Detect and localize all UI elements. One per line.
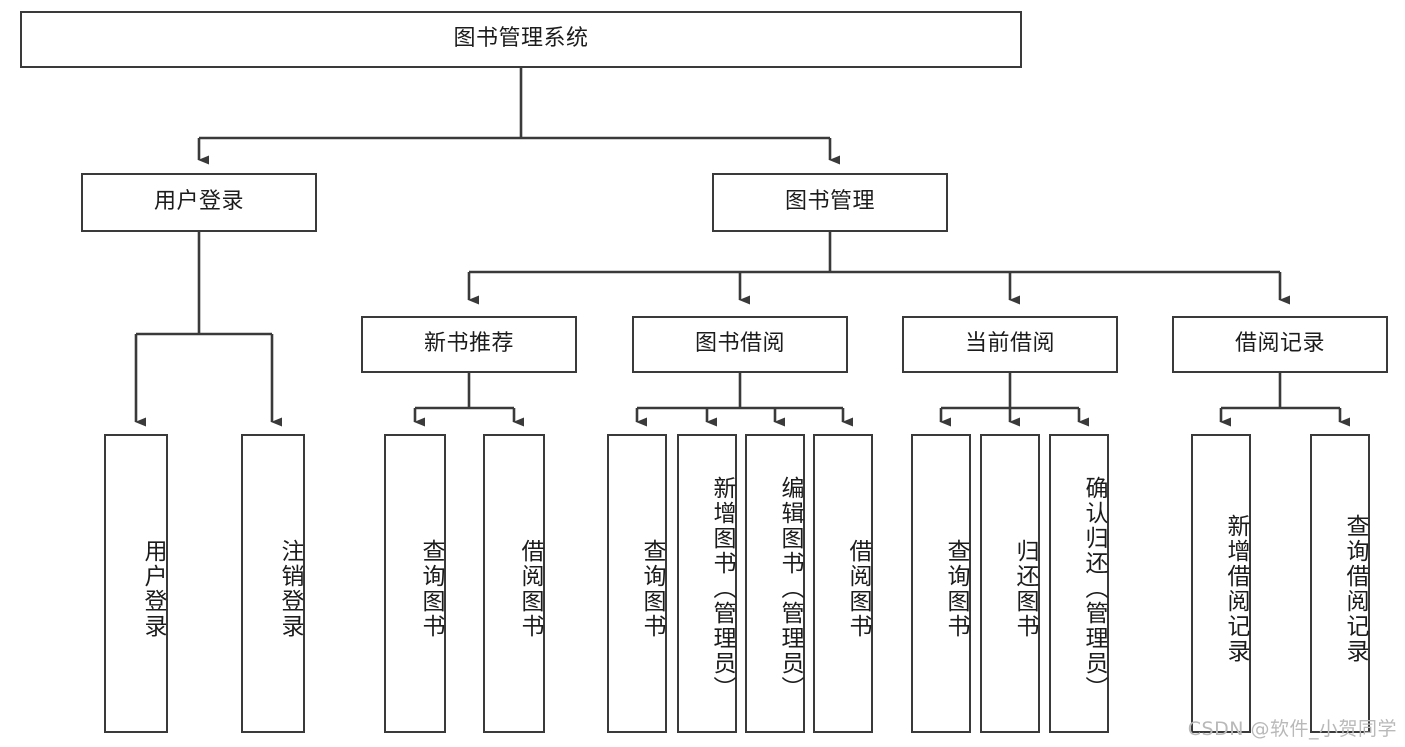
- node-current-borrow[interactable]: 当前借阅: [902, 316, 1118, 373]
- leaf-query-book-1-label: 查询图书: [418, 538, 444, 639]
- leaf-user-login[interactable]: 用户登录: [104, 434, 168, 733]
- leaf-add-book[interactable]: 新增图书（管理员）: [677, 434, 737, 733]
- leaf-return-book[interactable]: 归还图书: [980, 434, 1040, 733]
- leaf-logout[interactable]: 注销登录: [241, 434, 305, 733]
- node-new-book-recommend-label: 新书推荐: [423, 331, 514, 357]
- leaf-confirm-return[interactable]: 确认归还（管理员）: [1049, 434, 1109, 733]
- leaf-borrow-book-1-label: 借阅图书: [517, 538, 543, 639]
- node-user-login-label: 用户登录: [153, 189, 244, 215]
- leaf-query-book-2[interactable]: 查询图书: [607, 434, 667, 733]
- leaf-query-book-2-label: 查询图书: [639, 538, 665, 639]
- node-root[interactable]: 图书管理系统: [20, 11, 1022, 68]
- leaf-query-book-3[interactable]: 查询图书: [911, 434, 971, 733]
- leaf-add-record-label: 新增借阅记录: [1223, 513, 1249, 664]
- leaf-add-record[interactable]: 新增借阅记录: [1191, 434, 1251, 733]
- watermark-text: CSDN @软件_小贺同学: [1187, 718, 1397, 740]
- leaf-user-login-label: 用户登录: [140, 538, 166, 639]
- leaf-borrow-book-2[interactable]: 借阅图书: [813, 434, 873, 733]
- leaf-query-book-1[interactable]: 查询图书: [384, 434, 446, 733]
- leaf-query-book-3-label: 查询图书: [943, 538, 969, 639]
- leaf-confirm-return-label: 确认归还（管理员）: [1081, 476, 1107, 701]
- leaf-edit-book[interactable]: 编辑图书（管理员）: [745, 434, 805, 733]
- leaf-return-book-label: 归还图书: [1012, 538, 1038, 639]
- node-borrow-record[interactable]: 借阅记录: [1172, 316, 1388, 373]
- leaf-query-record-label: 查询借阅记录: [1342, 513, 1368, 664]
- leaf-query-record[interactable]: 查询借阅记录: [1310, 434, 1370, 733]
- node-borrow-record-label: 借阅记录: [1234, 331, 1325, 357]
- node-current-borrow-label: 当前借阅: [964, 331, 1055, 357]
- node-root-label: 图书管理系统: [453, 26, 589, 52]
- node-user-login[interactable]: 用户登录: [81, 173, 317, 232]
- leaf-logout-label: 注销登录: [277, 538, 303, 639]
- node-book-manage-label: 图书管理: [784, 189, 875, 215]
- node-book-borrow[interactable]: 图书借阅: [632, 316, 848, 373]
- node-book-borrow-label: 图书借阅: [694, 331, 785, 357]
- leaf-borrow-book-2-label: 借阅图书: [845, 538, 871, 639]
- leaf-add-book-label: 新增图书（管理员）: [709, 476, 735, 701]
- node-new-book-recommend[interactable]: 新书推荐: [361, 316, 577, 373]
- leaf-borrow-book-1[interactable]: 借阅图书: [483, 434, 545, 733]
- node-book-manage[interactable]: 图书管理: [712, 173, 948, 232]
- leaf-edit-book-label: 编辑图书（管理员）: [777, 476, 803, 701]
